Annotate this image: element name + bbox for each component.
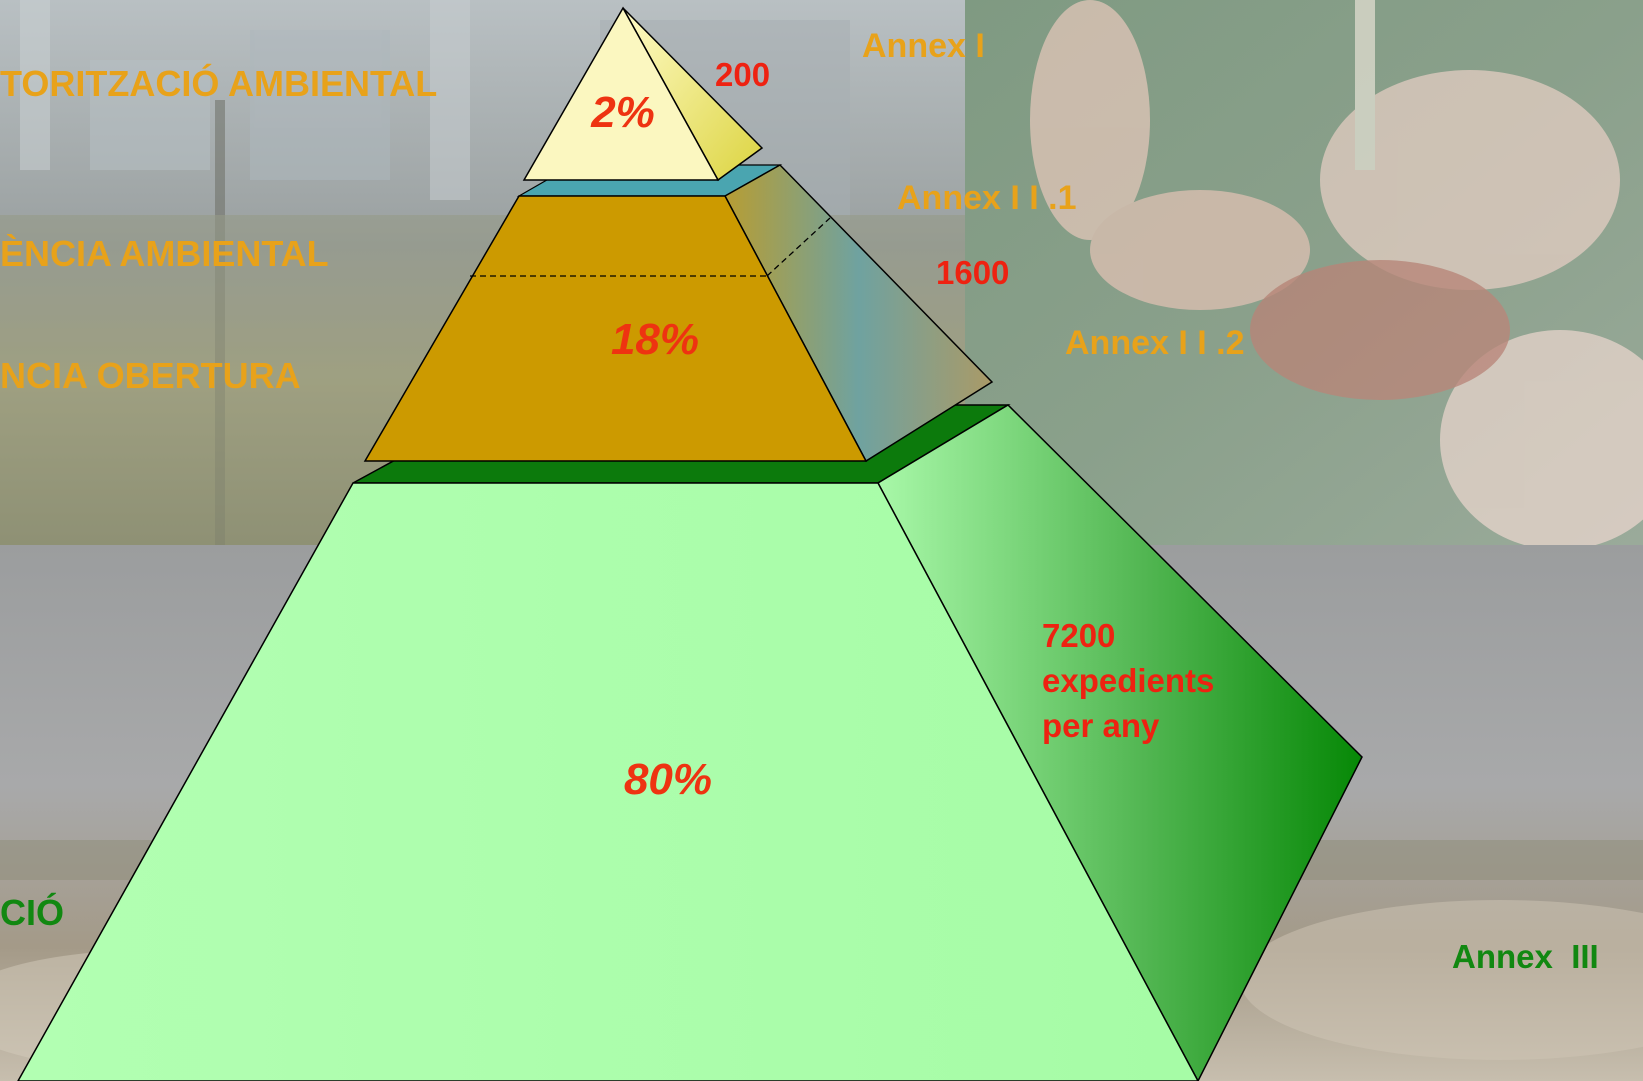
tier-2-front-face: [363, 195, 868, 462]
label-llicencia-obertura: NCIA OBERTURA: [0, 355, 301, 396]
tier-1: [522, 6, 764, 182]
tier-3-front-face: [17, 482, 1199, 1081]
tier-3-count-line-1: 7200: [1042, 617, 1116, 654]
label-annex-1: Annex I: [862, 27, 985, 65]
tier-1-percent: 2%: [591, 88, 655, 137]
tier-3-count-line-2: expedients: [1042, 662, 1215, 699]
tier-3: [17, 404, 1363, 1081]
label-comunicacio: CIÓ: [0, 892, 65, 933]
tier-1-front-face: [522, 6, 720, 181]
tier-2-percent: 18%: [610, 315, 700, 364]
tier-1-count: 200: [715, 56, 771, 93]
tier-3-count-line-3: per any: [1042, 707, 1160, 744]
label-annex-2-2: Annex I I .2: [1065, 324, 1245, 362]
label-annex-3: Annex III: [1452, 938, 1599, 975]
label-autoritzacio-ambiental: TORITZACIÓ AMBIENTAL: [0, 63, 438, 104]
tier-3-percent: 80%: [623, 755, 713, 804]
tier-2-divider-side: [766, 217, 831, 277]
tier-2: [363, 164, 994, 463]
tier-2-count: 1600: [936, 254, 1010, 291]
label-annex-2-1: Annex I I .1: [897, 179, 1077, 217]
label-llicencia-ambiental: ÈNCIA AMBIENTAL: [0, 233, 329, 274]
